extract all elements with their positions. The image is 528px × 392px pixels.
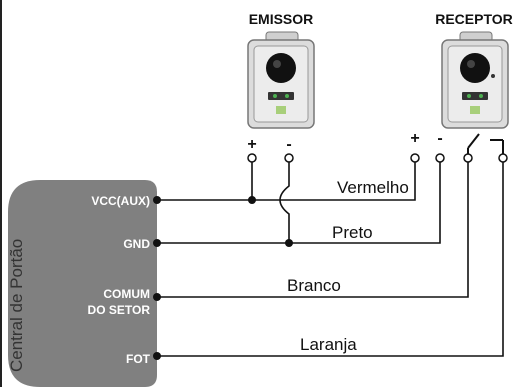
- emitter-device: [247, 31, 315, 129]
- terminal-vcc-label: VCC(AUX): [91, 194, 150, 208]
- wire-label-laranja: Laranja: [300, 335, 357, 354]
- terminal-dot: [435, 153, 445, 163]
- receiver-plus-sign: +: [410, 130, 419, 147]
- emitter-led-icon: [273, 94, 277, 98]
- panel-title: Central de Portão: [7, 239, 26, 372]
- terminal-comum-label-line2: DO SETOR: [88, 303, 151, 317]
- receiver-minus-sign: -: [437, 130, 442, 147]
- junction-dot: [153, 196, 161, 204]
- terminal-gnd-label: GND: [123, 237, 150, 251]
- receiver-device: [441, 31, 509, 129]
- terminal-fot-label: FOT: [126, 352, 151, 366]
- terminal-dot: [410, 153, 420, 163]
- receiver-lens-icon: [460, 53, 490, 83]
- wire-laranja: [157, 158, 504, 357]
- terminal-dot: [463, 153, 473, 163]
- junction-dot: [248, 196, 256, 204]
- wire-emitter-minus: [279, 158, 290, 243]
- junction-dot: [153, 293, 161, 301]
- relay-contact-icon: [467, 133, 504, 158]
- emitter-lens-icon: [266, 53, 296, 83]
- junction-dot: [153, 239, 161, 247]
- emitter-plus-sign: +: [247, 136, 256, 153]
- emitter-label: EMISSOR: [249, 11, 314, 27]
- wire-preto: [157, 158, 441, 244]
- control-panel: [8, 180, 157, 387]
- wire-branco: [157, 158, 469, 298]
- junction-dot: [285, 239, 293, 247]
- terminal-dots: [247, 153, 508, 163]
- wire-label-vermelho: Vermelho: [337, 178, 409, 197]
- receiver-label: RECEPTOR: [435, 11, 513, 27]
- wire-label-preto: Preto: [332, 223, 373, 242]
- receiver-led-icon: [467, 94, 471, 98]
- terminal-comum-label-line1: COMUM: [103, 287, 150, 301]
- terminal-dot: [498, 153, 508, 163]
- wire-vermelho: [157, 158, 416, 201]
- wire-label-branco: Branco: [287, 276, 341, 295]
- junction-dot: [153, 352, 161, 360]
- terminal-dot: [284, 153, 294, 163]
- terminal-dot: [247, 153, 257, 163]
- emitter-minus-sign: -: [286, 136, 291, 153]
- wires: [157, 158, 504, 357]
- junction-dots: [153, 196, 293, 360]
